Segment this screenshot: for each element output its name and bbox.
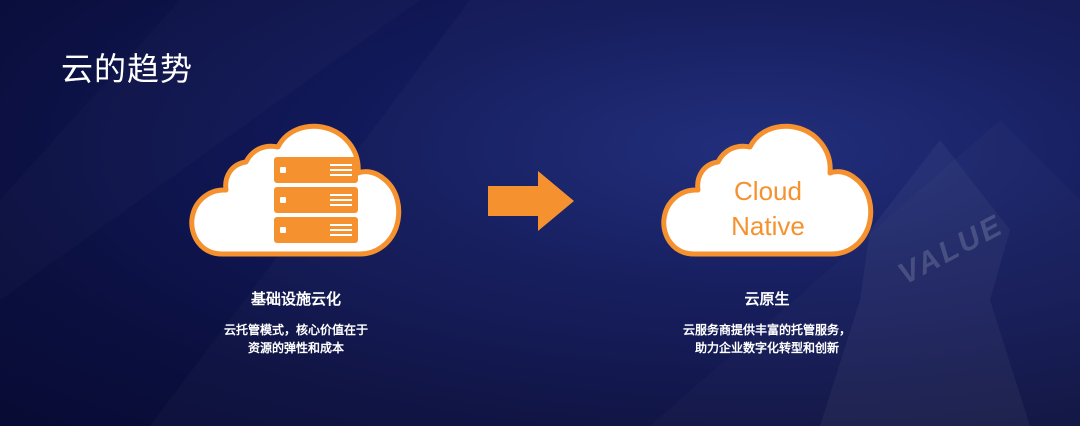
cloud-shape (661, 123, 874, 257)
right-caption-line: 云服务商提供丰富的托管服务， (682, 323, 851, 337)
server-unit (274, 157, 358, 183)
arrow-right-icon (488, 171, 574, 231)
server-unit (274, 217, 358, 243)
server-unit (274, 187, 358, 213)
cloud-native-icon: Cloud Native (658, 120, 878, 258)
left-caption-title: 基础设施云化 (250, 290, 341, 308)
value-watermark: VALUE (893, 208, 1010, 291)
server-cloud-icon (186, 120, 406, 258)
server-stack-icon (274, 157, 358, 247)
right-caption-line: 助力企业数字化转型和创新 (694, 341, 839, 355)
right-caption-title: 云原生 (744, 290, 790, 308)
right-caption-body: 云服务商提供丰富的托管服务， 助力企业数字化转型和创新 (617, 321, 917, 357)
cloud-label-line-2: Native (731, 211, 805, 241)
page-title: 云的趋势 (61, 50, 194, 88)
left-caption-body: 云托管模式，核心价值在于 资源的弹性和成本 (146, 321, 446, 357)
left-caption-line: 资源的弹性和成本 (247, 341, 344, 355)
cloud-label-line-1: Cloud (734, 176, 802, 206)
left-caption-line: 云托管模式，核心价值在于 (223, 323, 368, 337)
